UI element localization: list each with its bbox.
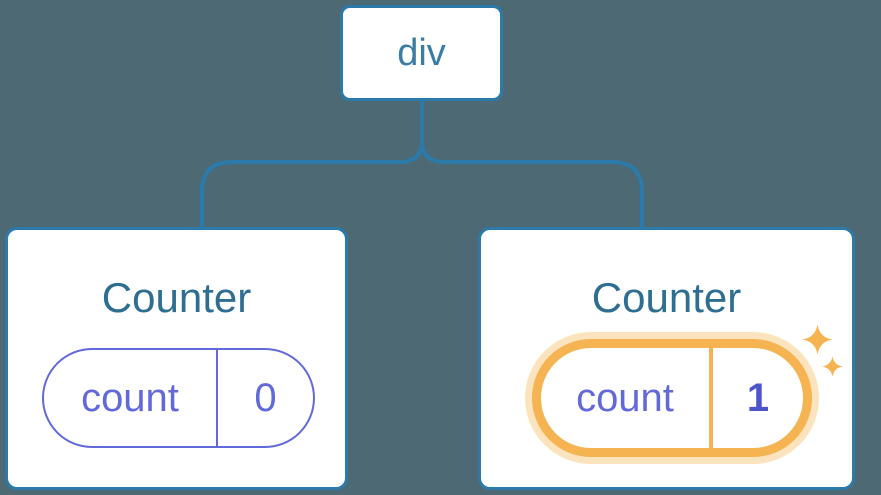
state-key: count <box>81 375 179 420</box>
root-node-label: div <box>397 31 446 74</box>
pill-divider <box>216 350 218 446</box>
state-value: 0 <box>254 375 277 420</box>
state-key: count <box>576 375 674 420</box>
pill-divider <box>709 348 713 448</box>
state-pill-right-highlighted: count 1 <box>532 339 812 457</box>
state-pill-left: count 0 <box>42 348 315 448</box>
connector-left-branch <box>200 101 424 229</box>
root-node-div: div <box>340 5 503 101</box>
sparkle-icon <box>802 324 833 355</box>
counter-title: Counter <box>591 274 742 321</box>
state-value: 1 <box>746 375 770 420</box>
connector-right-branch <box>420 101 644 229</box>
counter-title: Counter <box>101 274 252 321</box>
sparkle-icon <box>822 356 843 377</box>
